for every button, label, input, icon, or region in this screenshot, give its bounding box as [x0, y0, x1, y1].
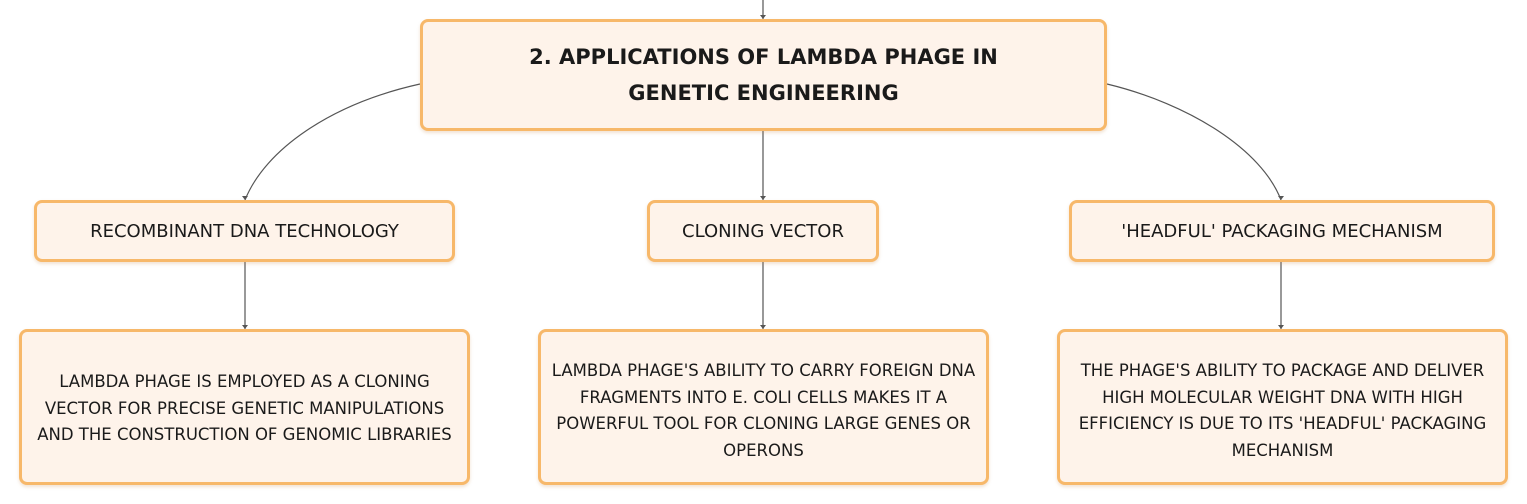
connector-root-branch-3: [1106, 83, 1282, 201]
branch-node-headful-packaging[interactable]: 'HEADFUL' PACKAGING MECHANISM: [1069, 200, 1495, 262]
branch-label: RECOMBINANT DNA TECHNOLOGY: [90, 220, 399, 242]
arrowhead-leaf-2: [760, 325, 766, 329]
connector-root-branch-1: [244, 83, 421, 201]
branch-node-recombinant-dna[interactable]: RECOMBINANT DNA TECHNOLOGY: [34, 200, 455, 262]
leaf-node-headful-packaging-detail[interactable]: THE PHAGE'S ABILITY TO PACKAGE AND DELIV…: [1057, 329, 1508, 485]
leaf-node-cloning-vector-detail[interactable]: LAMBDA PHAGE'S ABILITY TO CARRY FOREIGN …: [538, 329, 989, 485]
root-node[interactable]: 2. APPLICATIONS OF LAMBDA PHAGE IN GENET…: [420, 19, 1107, 131]
arrowhead-branch-1: [242, 196, 248, 200]
arrowhead-leaf-3: [1278, 325, 1284, 329]
leaf-text: LAMBDA PHAGE'S ABILITY TO CARRY FOREIGN …: [551, 361, 976, 460]
leaf-text: THE PHAGE'S ABILITY TO PACKAGE AND DELIV…: [1078, 361, 1487, 460]
leaf-text: LAMBDA PHAGE IS EMPLOYED AS A CLONING VE…: [37, 372, 452, 445]
arrowhead-root: [760, 15, 766, 19]
leaf-node-recombinant-dna-detail[interactable]: LAMBDA PHAGE IS EMPLOYED AS A CLONING VE…: [19, 329, 470, 485]
arrowhead-branch-3: [1278, 196, 1284, 200]
branch-node-cloning-vector[interactable]: CLONING VECTOR: [647, 200, 879, 262]
branch-label: CLONING VECTOR: [682, 220, 844, 242]
root-title: 2. APPLICATIONS OF LAMBDA PHAGE IN GENET…: [529, 45, 998, 105]
arrowhead-leaf-1: [242, 325, 248, 329]
arrowhead-branch-2: [760, 196, 766, 200]
branch-label: 'HEADFUL' PACKAGING MECHANISM: [1121, 220, 1443, 242]
